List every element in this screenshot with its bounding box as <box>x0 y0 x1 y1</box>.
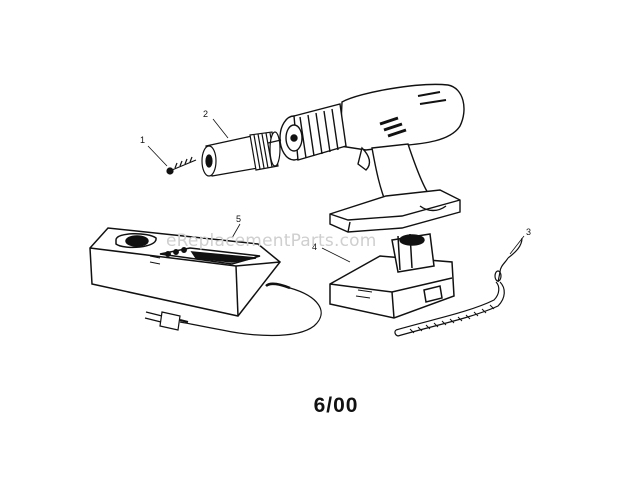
drill-body[interactable] <box>267 83 465 233</box>
leader-line-3 <box>509 235 525 255</box>
part-1-screw[interactable] <box>166 156 197 175</box>
leader-line-5 <box>231 223 241 239</box>
charger-cord <box>144 287 322 337</box>
callout-3: 3 <box>526 227 531 237</box>
part-2-chuck[interactable] <box>201 131 281 177</box>
leader-line-1 <box>147 145 168 167</box>
callout-2: 2 <box>203 109 208 119</box>
callout-1: 1 <box>140 135 145 145</box>
part-3-wrist-strap[interactable] <box>394 237 523 337</box>
date-code: 6/00 <box>313 394 359 417</box>
callout-5: 5 <box>236 214 241 224</box>
leader-line-2 <box>212 118 229 139</box>
watermark-text: eReplacementParts.com <box>166 231 377 251</box>
leader-line-4 <box>321 247 351 263</box>
callout-4: 4 <box>312 242 317 252</box>
part-4-battery[interactable] <box>329 233 455 319</box>
part-5-charger[interactable] <box>89 227 291 317</box>
